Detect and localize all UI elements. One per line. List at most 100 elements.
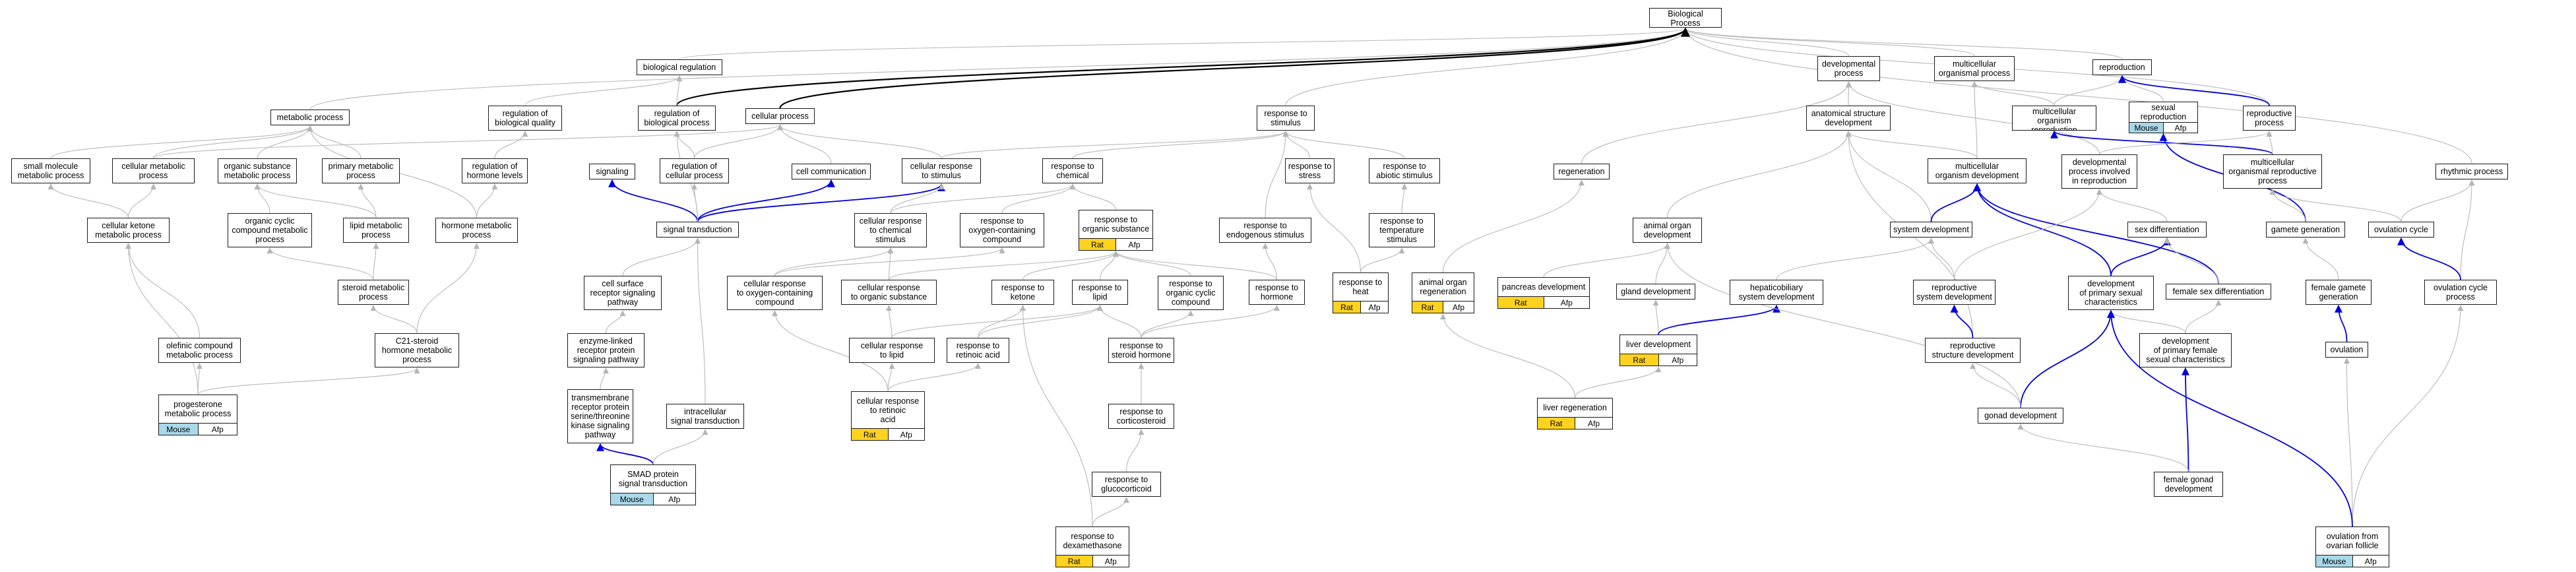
- node-development-of-primary-female-sexual-characteristics[interactable]: development of primary female sexual cha…: [2139, 333, 2232, 367]
- node-regulation-of-hormone-levels[interactable]: regulation of hormone levels: [462, 158, 528, 183]
- edge-developmental-process-to-bp: [1682, 28, 1850, 57]
- node-regeneration[interactable]: regeneration: [1554, 164, 1610, 179]
- node-cellular-response-to-organic-substance[interactable]: cellular response to organic substance: [841, 280, 937, 305]
- edge-cellular-ketone-metabolic-process-to-small-molecule-metabolic-process: [47, 183, 129, 218]
- node-hormone-metabolic-process[interactable]: hormone metabolic process: [435, 218, 518, 243]
- node-enzyme-linked-receptor-protein-signaling-pathway[interactable]: enzyme-linked receptor protein signaling…: [567, 333, 644, 367]
- node-signal-transduction[interactable]: signal transduction: [656, 222, 739, 238]
- node-intracellular-signal-transduction[interactable]: intracellular signal transduction: [666, 404, 744, 429]
- node-development-of-primary-sexual-characteristics[interactable]: development of primary sexual characteri…: [2068, 276, 2154, 310]
- node-response-to-hormone[interactable]: response to hormone: [1249, 280, 1305, 305]
- node-cell-surface-receptor-signaling-pathway[interactable]: cell surface receptor signaling pathway: [584, 276, 662, 310]
- node-response-to-abiotic-stimulus[interactable]: response to abiotic stimulus: [1369, 158, 1440, 183]
- node-response-to-glucocorticoid[interactable]: response to glucocorticoid: [1092, 472, 1161, 497]
- node-label: pancreas development: [1501, 282, 1586, 292]
- node-response-to-corticosteroid[interactable]: response to corticosteroid: [1108, 404, 1174, 429]
- node-multicellular-organismal-process[interactable]: multicellular organismal process: [1934, 56, 2015, 81]
- node-response-to-organic-cyclic-compound[interactable]: response to organic cyclic compound: [1158, 276, 1224, 310]
- node-steroid-metabolic-process[interactable]: steroid metabolic process: [338, 280, 409, 305]
- node-primary-metabolic-process[interactable]: primary metabolic process: [322, 158, 400, 183]
- node-multicellular-organismal-reproductive-process[interactable]: multicellular organismal reproductive pr…: [2223, 154, 2322, 189]
- node-system-development[interactable]: system development: [1890, 222, 1972, 238]
- edge-liver-development-to-gland-development: [1652, 300, 1659, 335]
- node-bp[interactable]: Biological Process Afp: [1649, 8, 1722, 28]
- node-gamete-generation[interactable]: gamete generation: [2266, 222, 2345, 238]
- node-cellular-process[interactable]: cellular process: [745, 108, 815, 124]
- node-label: liver regeneration: [1543, 403, 1607, 412]
- node-label: response to chemical: [1051, 162, 1094, 180]
- node-anatomical-structure-development[interactable]: anatomical structure development: [1806, 106, 1891, 131]
- node-small-molecule-metabolic-process[interactable]: small molecule metabolic process: [11, 158, 90, 183]
- node-regulation-of-biological-process[interactable]: regulation of biological process: [638, 106, 716, 131]
- node-metabolic-process[interactable]: metabolic process: [270, 110, 350, 125]
- node-female-gamete-generation[interactable]: female gamete generation: [2306, 280, 2372, 305]
- node-multicellular-organism-development[interactable]: multicellular organism development: [1928, 158, 2026, 183]
- node-reproductive-process[interactable]: reproductive process: [2243, 106, 2296, 131]
- node-sex-differentiation[interactable]: sex differentiation: [2127, 222, 2207, 238]
- node-olefinic-compound-metabolic-process[interactable]: olefinic compound metabolic process: [158, 338, 241, 363]
- node-hepaticobiliary-system-development[interactable]: hepaticobiliary system development: [1730, 280, 1823, 305]
- edge-development-of-primary-sexual-characteristics-to-multicellular-organism-development: [1973, 183, 2112, 276]
- node-response-to-retinoic-acid[interactable]: response to retinoic acid: [947, 338, 1009, 363]
- node-response-to-temperature-stimulus[interactable]: response to temperature stimulus: [1369, 213, 1435, 247]
- node-multicellular-organism-reproduction[interactable]: multicellular organism reproduction: [2012, 106, 2096, 131]
- node-cellular-response-to-stimulus[interactable]: cellular response to stimulus: [902, 158, 981, 183]
- edge-liver-regeneration-to-liver-development: [1574, 366, 1662, 398]
- node-cellular-response-to-oxygen-containing-compound[interactable]: cellular response to oxygen-containing c…: [727, 276, 823, 310]
- node-rhythmic-process[interactable]: rhythmic process: [2435, 164, 2508, 179]
- node-response-to-stress[interactable]: response to stress: [1285, 158, 1335, 183]
- node-label: intracellular signal transduction: [670, 407, 740, 426]
- node-transmembrane-receptor-protein-serine-threonine-kinase-signaling-pathway[interactable]: transmembrane receptor protein serine/th…: [567, 389, 633, 443]
- node-organic-substance-metabolic-process[interactable]: organic substance metabolic process: [218, 158, 297, 183]
- edge-liver-development-to-hepaticobiliary-system-development: [1658, 304, 1780, 335]
- node-response-to-stimulus[interactable]: response to stimulus: [1257, 106, 1315, 131]
- node-cellular-response-to-chemical-stimulus[interactable]: cellular response to chemical stimulus: [854, 213, 927, 247]
- node-cellular-metabolic-process[interactable]: cellular metabolic process: [112, 158, 195, 183]
- node-female-gonad-development[interactable]: female gonad development: [2154, 472, 2223, 497]
- node-signaling[interactable]: signaling: [589, 164, 635, 179]
- node-organic-cyclic-compound-metabolic-process[interactable]: organic cyclic compound metabolic proces…: [228, 213, 312, 247]
- node-cellular-response-to-lipid[interactable]: cellular response to lipid: [849, 338, 935, 363]
- node-gland-development[interactable]: gland development: [1616, 284, 1695, 300]
- node-c21-steroid-hormone-metabolic-process[interactable]: C21-steroid hormone metabolic process: [375, 333, 459, 367]
- node-response-to-lipid[interactable]: response to lipid: [1072, 280, 1128, 305]
- node-gonad-development[interactable]: gonad development: [1978, 408, 2063, 424]
- node-reproduction[interactable]: reproduction: [2092, 59, 2152, 75]
- tag-rat: Rat: [1079, 239, 1115, 250]
- node-response-to-chemical[interactable]: response to chemical: [1042, 158, 1103, 183]
- node-female-sex-differentiation[interactable]: female sex differentiation: [2166, 284, 2271, 300]
- node-reproductive-system-development[interactable]: reproductive system development: [1913, 280, 1995, 305]
- node-response-to-steroid-hormone[interactable]: response to steroid hormone: [1108, 338, 1174, 363]
- node-cell-communication[interactable]: cell communication: [792, 164, 871, 179]
- node-developmental-process-involved-in-reproduction[interactable]: developmental process involved in reprod…: [2061, 154, 2137, 189]
- node-response-to-ketone[interactable]: response to ketone: [991, 280, 1054, 305]
- node-animal-organ-development[interactable]: animal organ development: [1633, 218, 1702, 243]
- tag-afp: Afp: [1360, 302, 1388, 313]
- node-ovulation[interactable]: ovulation: [2325, 342, 2368, 358]
- node-regulation-of-biological-quality[interactable]: regulation of biological quality: [488, 106, 562, 131]
- node-response-to-oxygen-containing-compound[interactable]: response to oxygen-containing compound: [960, 213, 1044, 247]
- node-regulation-of-cellular-process[interactable]: regulation of cellular process: [660, 158, 729, 183]
- node-ovulation-cycle[interactable]: ovulation cycle: [2368, 222, 2434, 238]
- node-lipid-metabolic-process[interactable]: lipid metabolic process: [343, 218, 409, 243]
- node-biological-regulation[interactable]: biological regulation: [637, 59, 722, 75]
- node-cellular-ketone-metabolic-process[interactable]: cellular ketone metabolic process: [87, 218, 170, 243]
- node-label: ovulation cycle process: [2434, 283, 2488, 302]
- edge-cellular-response-to-oxygen-containing-compound-to-cellular-response-to-chemical-stimulus: [774, 247, 894, 276]
- node-response-to-endogenous-stimulus[interactable]: response to endogenous stimulus: [1219, 218, 1311, 243]
- node-ovulation-cycle-process[interactable]: ovulation cycle process: [2424, 280, 2497, 305]
- node-reproductive-structure-development[interactable]: reproductive structure development: [1925, 338, 2021, 363]
- node-developmental-process[interactable]: developmental process: [1817, 56, 1880, 81]
